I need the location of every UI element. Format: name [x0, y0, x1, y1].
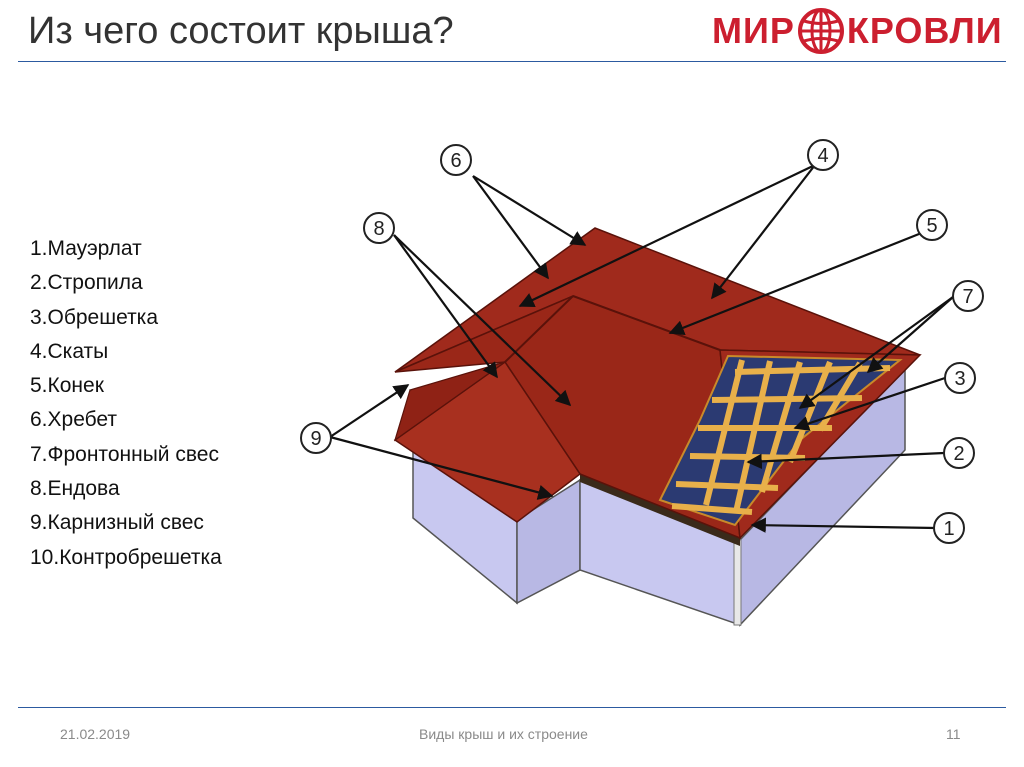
callout-4: 4 — [807, 139, 839, 171]
callout-5: 5 — [916, 209, 948, 241]
svg-text:4: 4 — [817, 145, 828, 167]
callout-arrows — [329, 164, 954, 533]
page-number: 11 — [946, 726, 961, 742]
roof-diagram: 6 4 8 5 7 3 2 9 1 — [300, 139, 984, 627]
downpipe — [733, 539, 742, 626]
header-divider — [18, 61, 1006, 62]
footer-divider — [18, 707, 1006, 708]
legend-item: 5.Конек — [30, 374, 104, 398]
footer-caption: Виды крыш и их строение — [419, 726, 588, 742]
legend-item: 7.Фронтонный свес — [30, 442, 219, 466]
svg-text:7: 7 — [962, 286, 973, 308]
callout-7: 7 — [952, 280, 984, 312]
logo-word-left: МИР — [712, 10, 795, 51]
eaves-edge — [580, 474, 740, 546]
legend-item: 3.Обрешетка — [30, 305, 159, 329]
callout-9: 9 — [300, 422, 332, 454]
globe-icon — [797, 8, 844, 54]
callout-8: 8 — [363, 212, 395, 244]
callout-3: 3 — [944, 362, 976, 394]
valley-line — [504, 295, 574, 363]
svg-text:2: 2 — [953, 443, 964, 465]
svg-text:5: 5 — [926, 215, 937, 237]
logo: МИР КРОВЛИ — [712, 6, 1003, 56]
lathing-grid — [671, 359, 891, 515]
ridge-line — [572, 295, 721, 351]
legend-item: 4.Скаты — [30, 339, 109, 363]
svg-text:3: 3 — [954, 368, 965, 390]
svg-text:9: 9 — [310, 428, 321, 450]
svg-text:1: 1 — [943, 518, 954, 540]
legend-item: 1.Мауэрлат — [30, 237, 142, 260]
logo-word-right: КРОВЛИ — [846, 10, 1003, 51]
legend-item: 9.Карнизный свес — [30, 511, 204, 535]
legend-item: 10.Контробрешетка — [30, 545, 222, 569]
page-title: Из чего состоит крыша? — [28, 10, 454, 52]
footer-date: 21.02.2019 — [60, 726, 131, 742]
legend-item: 6.Хребет — [30, 408, 118, 432]
legend-item: 2.Стропила — [30, 271, 143, 295]
svg-text:6: 6 — [450, 150, 461, 172]
callout-2: 2 — [943, 437, 975, 469]
gable-overhang — [393, 361, 506, 442]
callout-6: 6 — [440, 144, 472, 176]
legend-list: 1.Мауэрлат 2.Стропила 3.Обрешетка 4.Скат… — [30, 232, 222, 575]
svg-text:8: 8 — [373, 218, 384, 240]
callout-1: 1 — [933, 512, 965, 544]
legend-item: 8.Ендова — [30, 477, 120, 501]
